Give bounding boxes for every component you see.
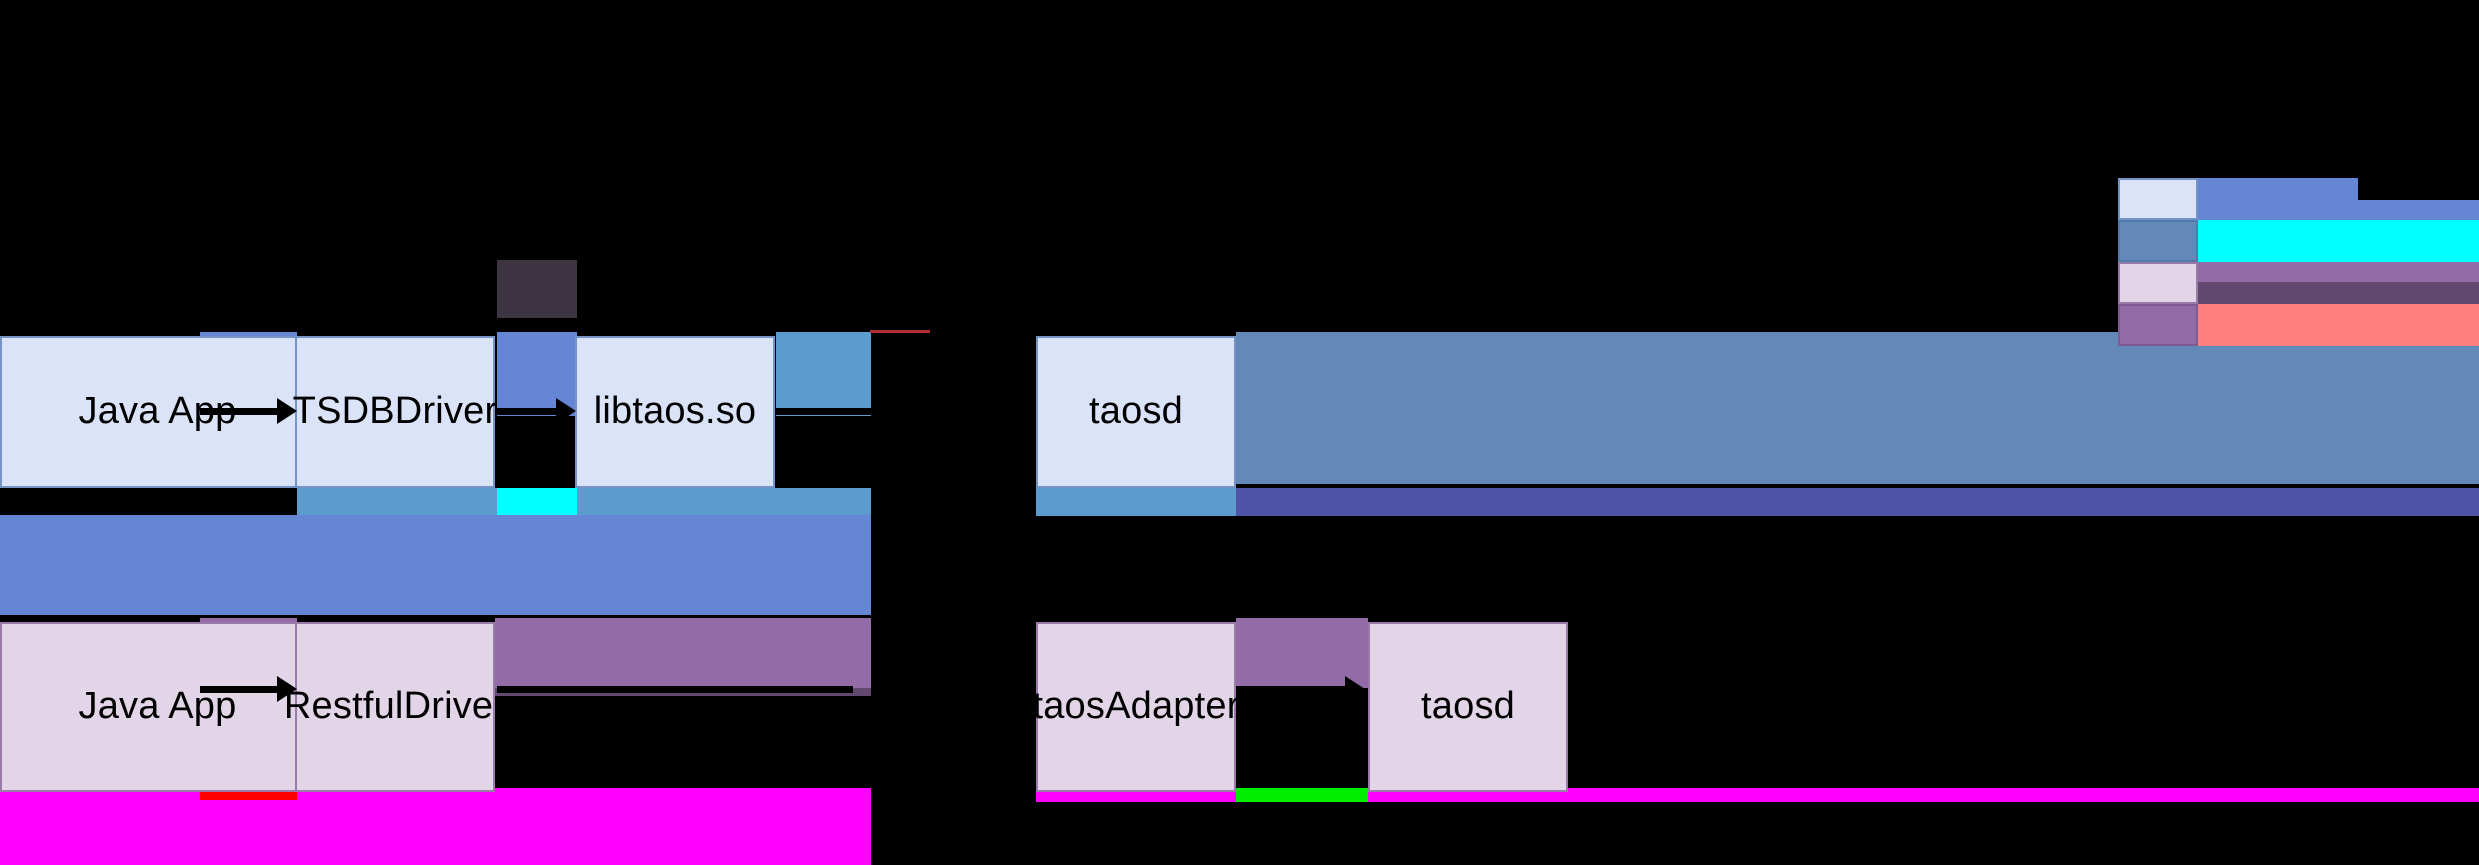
node-label: libtaos.so [593, 390, 757, 433]
strip-steel-under-tsdb [297, 488, 871, 516]
arrow-line-libtaos-taosd [776, 408, 871, 415]
node-label: taosAdapter [1032, 685, 1240, 728]
band-steel-taosd-right [1236, 332, 2479, 484]
node-label: TSDBDriver [292, 390, 498, 433]
band-blue-middle [0, 515, 871, 615]
arrow-line-javaapp-restfuldriver [200, 686, 280, 693]
legend-item-2[interactable] [2118, 262, 2212, 304]
arrow-line-tsdbdriver-libtaos [497, 408, 559, 415]
legend-band-blue [2198, 178, 2358, 200]
arrow-line-javaapp-tsdbdriver [200, 408, 280, 415]
arrow-head-javaapp-restfuldriver [277, 676, 297, 702]
node-label: RestfulDriver [283, 685, 507, 728]
strip-magenta-taosd-rest [1368, 788, 2479, 802]
legend-item-0[interactable] [2118, 178, 2212, 220]
band-steel-top-right [776, 332, 871, 416]
legend-band-purple-dark [2198, 282, 2479, 304]
node-restfuldriver[interactable]: RestfulDriver [284, 622, 506, 792]
band-purple-rest-mid [495, 618, 871, 688]
strip-green-adapter-taosd [1236, 788, 1368, 802]
legend-item-3[interactable] [2118, 304, 2212, 346]
legend [2118, 178, 2479, 348]
legend-swatch-rest-link [2118, 304, 2198, 346]
strip-cyan-under-tsdb [497, 488, 577, 516]
node-label: taosd [1421, 685, 1515, 728]
strip-indigo-under-taosd [1236, 488, 2479, 516]
node-tsdbdriver[interactable]: TSDBDriver [292, 336, 498, 488]
legend-band-salmon [2198, 304, 2479, 346]
legend-swatch-native-link [2118, 220, 2198, 262]
node-java-app-rest[interactable]: Java App [0, 622, 315, 792]
node-label: taosd [1089, 390, 1183, 433]
band-charcoal-tsdb [497, 260, 577, 318]
node-taosadapter[interactable]: taosAdapter [1032, 622, 1239, 792]
arrow-head-javaapp-tsdbdriver [277, 398, 297, 424]
arrow-line-restfuldriver-taosadapter [497, 686, 853, 693]
node-libtaos-so[interactable]: libtaos.so [575, 336, 775, 488]
legend-band-cyan [2198, 220, 2479, 262]
strip-steel-under-taosd [1036, 488, 1236, 516]
node-taosd-rest[interactable]: taosd [1368, 622, 1568, 792]
arrow-head-taosadapter-taosd [1345, 676, 1365, 702]
node-taosd-native[interactable]: taosd [1036, 336, 1236, 488]
legend-swatch-rest-app [2118, 262, 2198, 304]
arrow-line-taosadapter-taosd [1236, 686, 1348, 693]
arrow-head-tsdbdriver-libtaos [556, 398, 576, 424]
rule-red-top [870, 330, 930, 333]
legend-swatch-native-app [2118, 178, 2198, 220]
band-magenta-bottom [0, 800, 871, 865]
legend-item-1[interactable] [2118, 220, 2212, 262]
legend-band-blue-wide [2198, 200, 2479, 220]
